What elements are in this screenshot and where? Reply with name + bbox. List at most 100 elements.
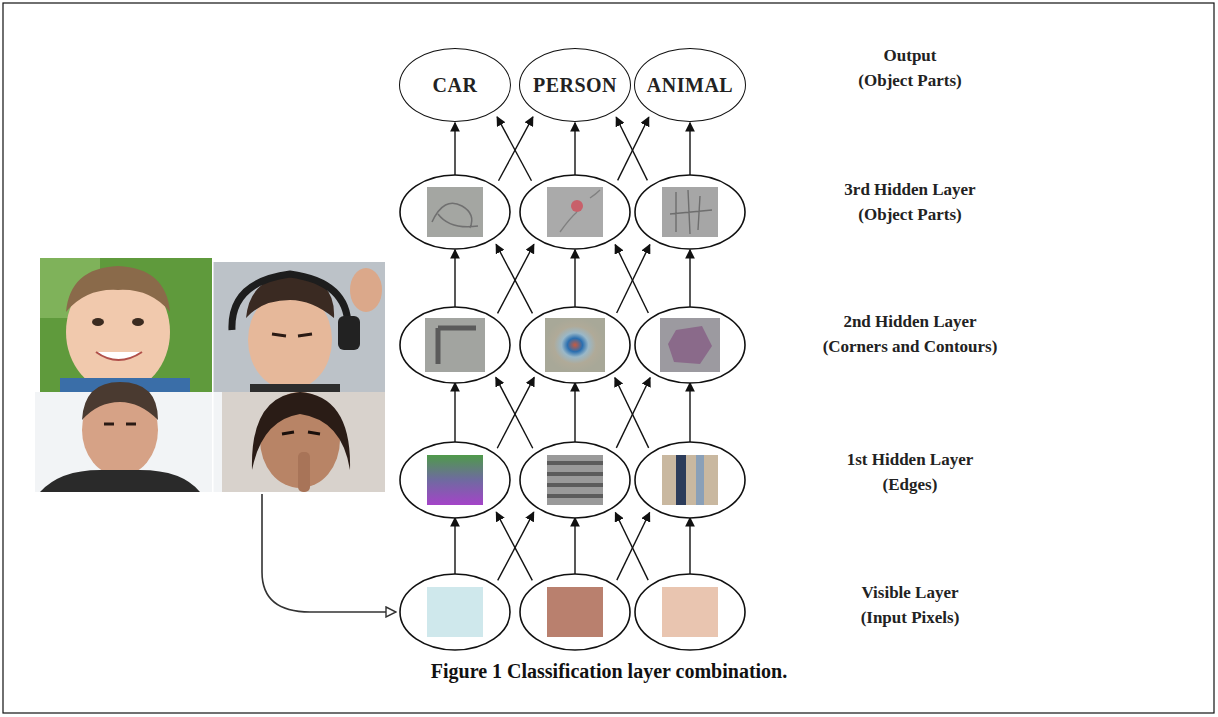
layer-arrow — [615, 513, 648, 581]
neuron-circle — [400, 175, 510, 249]
layer-label: 1st Hidden Layer — [847, 450, 974, 470]
layer-arrow — [454, 518, 455, 575]
layer-arrow — [497, 377, 534, 448]
stripes — [547, 463, 603, 496]
output-neuron: ANIMAL — [634, 48, 746, 122]
layer-arrow — [618, 117, 649, 180]
shirt — [250, 384, 340, 392]
layer-arrow — [496, 377, 533, 448]
feature-stroke — [432, 203, 478, 228]
photo-bg — [212, 262, 385, 392]
layer-label: 3rd Hidden Layer — [844, 180, 975, 200]
finger — [298, 452, 310, 492]
feature-blob — [571, 200, 583, 212]
class-label: PERSON — [533, 74, 617, 97]
layer-arrow — [689, 250, 690, 308]
layer-label: 2nd Hidden Layer — [843, 312, 976, 332]
eyes — [104, 423, 136, 426]
layer-label: (Object Parts) — [858, 71, 961, 91]
layer-label: Output — [884, 46, 937, 66]
layer-arrow — [617, 245, 650, 313]
neuron-circle — [520, 574, 630, 650]
child-hair — [66, 266, 170, 312]
feature-patch — [545, 318, 605, 372]
layer-label: (Corners and Contours) — [823, 337, 998, 357]
headphones — [338, 316, 360, 350]
hair — [82, 382, 158, 420]
layer-arrow — [689, 123, 690, 175]
layer-arrow — [574, 518, 575, 575]
layer-arrow — [454, 383, 455, 443]
figure-caption: Figure 1 Classification layer combinatio… — [431, 660, 787, 683]
face-photos — [35, 258, 385, 492]
layer-arrow — [496, 512, 532, 580]
contour-blob — [668, 326, 712, 364]
feature-patch — [425, 318, 485, 372]
layer-arrow — [496, 244, 532, 313]
pixel-swatch — [427, 587, 483, 637]
neuron-circle — [400, 307, 510, 383]
stripe — [676, 455, 686, 505]
first-hidden-layer — [400, 442, 745, 518]
smile — [96, 352, 142, 360]
neuron-circle — [635, 574, 745, 650]
headphones — [232, 274, 348, 330]
layer-arrow — [574, 383, 575, 443]
layer-arrow — [498, 512, 534, 580]
layer-arrow — [499, 117, 533, 181]
feature-stroke — [560, 190, 600, 232]
output-neuron: CAR — [399, 48, 511, 122]
input-arrow — [262, 494, 396, 612]
layer-label: (Input Pixels) — [861, 608, 960, 628]
hand — [350, 268, 382, 312]
visible-layer — [400, 574, 745, 650]
layer-label: (Object Parts) — [858, 205, 961, 225]
layer-label: (Edges) — [883, 475, 938, 495]
layer-arrow — [689, 383, 690, 443]
feature-stroke — [670, 190, 712, 234]
output-neuron: PERSON — [519, 48, 631, 122]
neuron-circle — [635, 307, 745, 383]
photo-gap — [212, 258, 214, 492]
layer-arrow — [616, 378, 650, 448]
layer-arrow — [498, 244, 534, 313]
feature-patch — [660, 318, 720, 372]
layer-label: Visible Layer — [861, 583, 958, 603]
class-label: ANIMAL — [647, 74, 733, 97]
photo-bg — [222, 392, 385, 492]
edge-filter — [427, 455, 483, 505]
layer-arrow — [497, 117, 531, 181]
layer-circles — [400, 175, 745, 650]
layer-arrow — [616, 117, 647, 180]
eyes — [272, 334, 312, 336]
class-label: CAR — [433, 74, 478, 97]
layer-arrow — [454, 250, 455, 308]
layer-arrow — [617, 513, 650, 581]
neuron-circle — [520, 442, 630, 518]
corner-stroke — [438, 328, 476, 364]
second-hidden-layer — [400, 307, 745, 383]
neuron-circle — [520, 175, 630, 249]
eye — [132, 318, 144, 326]
photo-bg — [40, 258, 212, 392]
layer-arrow — [615, 245, 648, 313]
figure-border — [3, 3, 1214, 713]
layer-arrow — [574, 250, 575, 308]
layer-arrow — [689, 518, 690, 575]
neuron-circle — [635, 175, 745, 249]
layer-arrow — [574, 123, 575, 175]
neuron-circle — [635, 442, 745, 518]
neuron-circle — [520, 307, 630, 383]
edge-filter — [662, 455, 718, 505]
eyes — [282, 432, 320, 434]
layer-arrow — [615, 378, 649, 448]
feature-patch — [662, 187, 718, 237]
neuron-circle — [400, 574, 510, 650]
neuron-circle — [400, 442, 510, 518]
feature-patch — [547, 187, 603, 237]
pixel-swatch — [547, 587, 603, 637]
layer-arrow — [454, 123, 455, 175]
edge-filter — [547, 455, 603, 505]
feature-patch — [427, 187, 483, 237]
